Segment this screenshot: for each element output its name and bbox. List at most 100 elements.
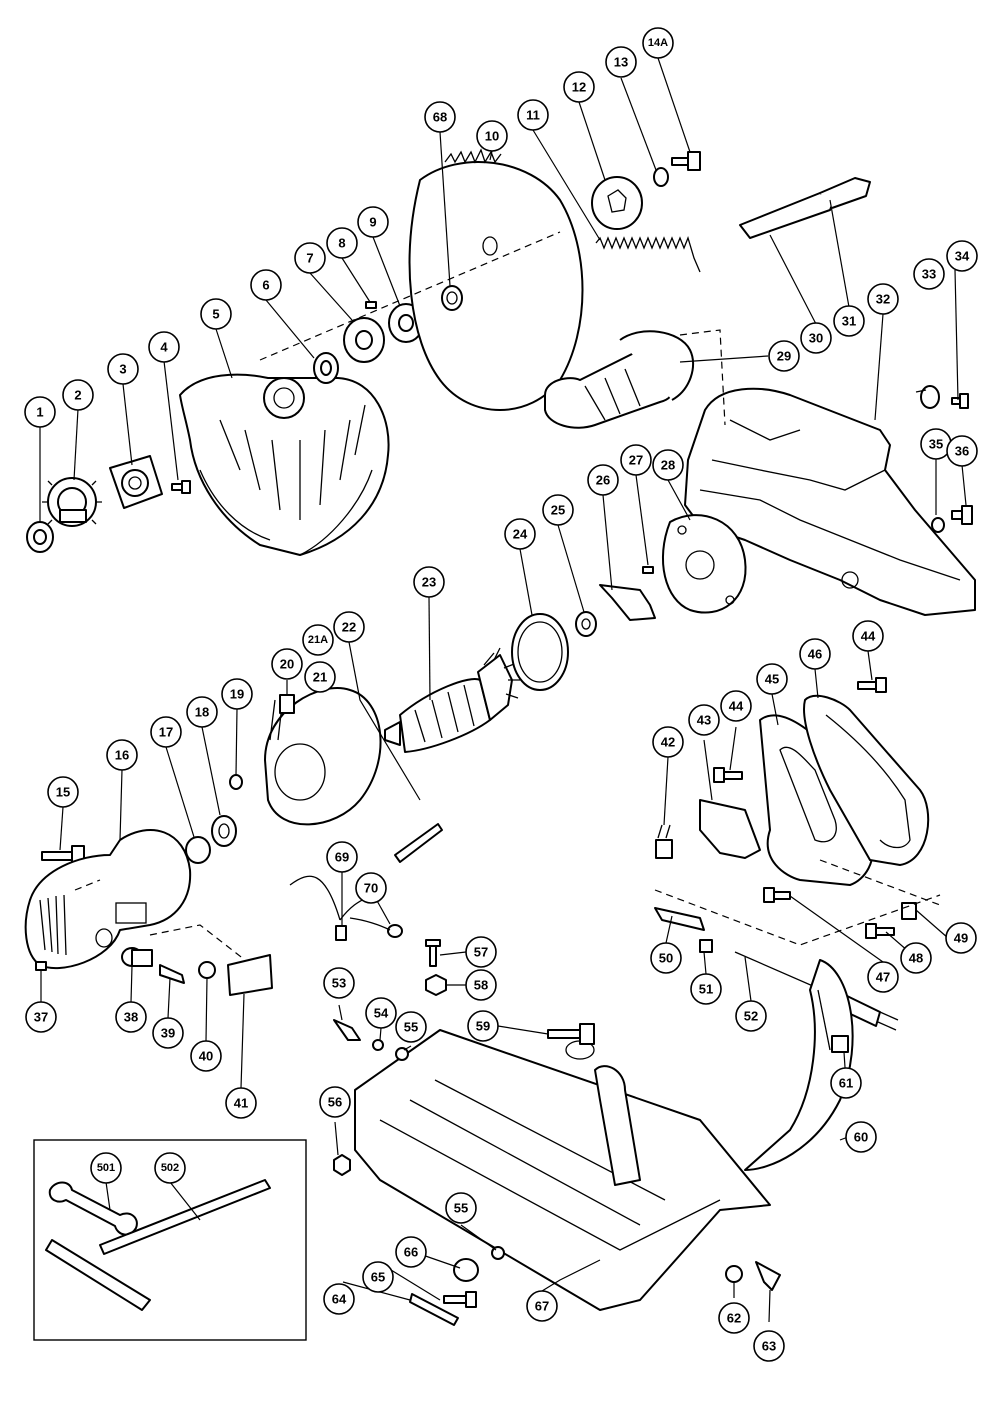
callout-label: 6 — [262, 278, 269, 293]
callout-label: 31 — [842, 314, 856, 329]
callout-label: 37 — [34, 1010, 48, 1025]
part-collar-66 — [453, 1258, 479, 1282]
callout-circle — [845, 1121, 877, 1153]
part-wire-69 — [289, 875, 381, 941]
callout-circle — [323, 1283, 355, 1315]
part-wing-bolt-53 — [333, 1019, 361, 1041]
part-washer-19 — [229, 774, 243, 790]
callout-label: 38 — [124, 1010, 138, 1025]
callout-label: 49 — [954, 931, 968, 946]
part-bearing-1 — [26, 521, 54, 553]
callout-label: 54 — [374, 1006, 389, 1021]
callout-label: 62 — [727, 1311, 741, 1326]
callout-circle — [652, 449, 684, 481]
callout-8: 8 — [326, 227, 358, 259]
part-cord-clip-49 — [901, 902, 917, 920]
callout-37: 37 — [25, 1001, 57, 1033]
callout-47: 47 — [867, 961, 899, 993]
callout-circle — [357, 206, 389, 238]
callout-circle — [323, 967, 355, 999]
callout-circle — [152, 1017, 184, 1049]
callout-circle — [605, 46, 637, 78]
part-switch-43 — [699, 799, 761, 859]
callout-circle — [800, 322, 832, 354]
callout-15: 15 — [47, 776, 79, 808]
callout-label: 29 — [777, 349, 791, 364]
callout-68: 68 — [424, 101, 456, 133]
callout-circle — [720, 690, 752, 722]
assembly-lines — [74, 231, 941, 961]
part-bolt-61 — [831, 1035, 849, 1053]
callout-42: 42 — [652, 726, 684, 758]
part-bearing-cover-17 — [185, 836, 211, 864]
callout-circle — [355, 872, 387, 904]
callout-70: 70 — [355, 872, 387, 904]
callout-label: 59 — [476, 1019, 490, 1034]
callout-circle — [302, 624, 334, 656]
callout-label: 40 — [199, 1049, 213, 1064]
callout-circle — [365, 997, 397, 1029]
callout-circle — [563, 71, 595, 103]
part-cord-clip-51 — [699, 939, 713, 953]
callout-circle — [148, 331, 180, 363]
callout-label: 3 — [119, 362, 126, 377]
callout-circle — [465, 936, 497, 968]
callout-circle — [467, 1010, 499, 1042]
part-screw-47 — [763, 887, 791, 903]
callout-circle — [190, 1040, 222, 1072]
callout-circle — [106, 739, 138, 771]
callout-label: 42 — [661, 735, 675, 750]
part-spring-11 — [595, 236, 701, 273]
callout-circle — [150, 716, 182, 748]
callout-30: 30 — [800, 322, 832, 354]
callout-45: 45 — [756, 663, 788, 695]
callout-label: 68 — [433, 110, 447, 125]
callout-35: 35 — [920, 428, 952, 460]
callout-label: 21 — [313, 670, 327, 685]
callout-57: 57 — [465, 936, 497, 968]
part-screw-44a — [857, 677, 887, 693]
callout-38: 38 — [115, 1001, 147, 1033]
callout-label: 41 — [234, 1096, 248, 1111]
callout-label: 28 — [661, 458, 675, 473]
callout-label: 8 — [338, 236, 345, 251]
part-pin-27 — [642, 566, 654, 574]
callout-label: 502 — [161, 1162, 179, 1174]
callout-6: 6 — [250, 269, 282, 301]
callout-circle — [768, 340, 800, 372]
callout-65: 65 — [362, 1261, 394, 1293]
callout-circle — [756, 663, 788, 695]
callout-circle — [652, 726, 684, 758]
callout-label: 63 — [762, 1339, 776, 1354]
callout-label: 9 — [369, 215, 376, 230]
callout-13: 13 — [605, 46, 637, 78]
callout-circle — [946, 435, 978, 467]
callout-circle — [326, 227, 358, 259]
callout-label: 55 — [404, 1020, 418, 1035]
part-carbon-brush-39 — [159, 964, 185, 984]
callout-10: 10 — [476, 120, 508, 152]
callout-circle — [24, 396, 56, 428]
callout-circle — [650, 942, 682, 974]
callout-27: 27 — [620, 444, 652, 476]
callout-55b: 55 — [445, 1192, 477, 1224]
callout-label: 52 — [744, 1009, 758, 1024]
part-saw-cover-5 — [179, 373, 390, 556]
callout-53: 53 — [323, 967, 355, 999]
part-bearing-6 — [313, 352, 339, 384]
part-bearing-18 — [211, 815, 237, 847]
callout-33: 33 — [913, 258, 945, 290]
callout-label: 22 — [342, 620, 356, 635]
callout-7: 7 — [294, 242, 326, 274]
part-screw-36 — [951, 505, 973, 525]
callout-circle — [304, 661, 336, 693]
part-lock-washer-13 — [653, 167, 669, 187]
part-bolt-59 — [547, 1023, 595, 1045]
part-gear-case-32 — [684, 387, 976, 616]
callout-label: 58 — [474, 978, 488, 993]
callout-circle — [47, 776, 79, 808]
part-guide-fence-502 — [45, 1179, 271, 1311]
callout-24: 24 — [504, 518, 536, 550]
callout-label: 33 — [922, 267, 936, 282]
